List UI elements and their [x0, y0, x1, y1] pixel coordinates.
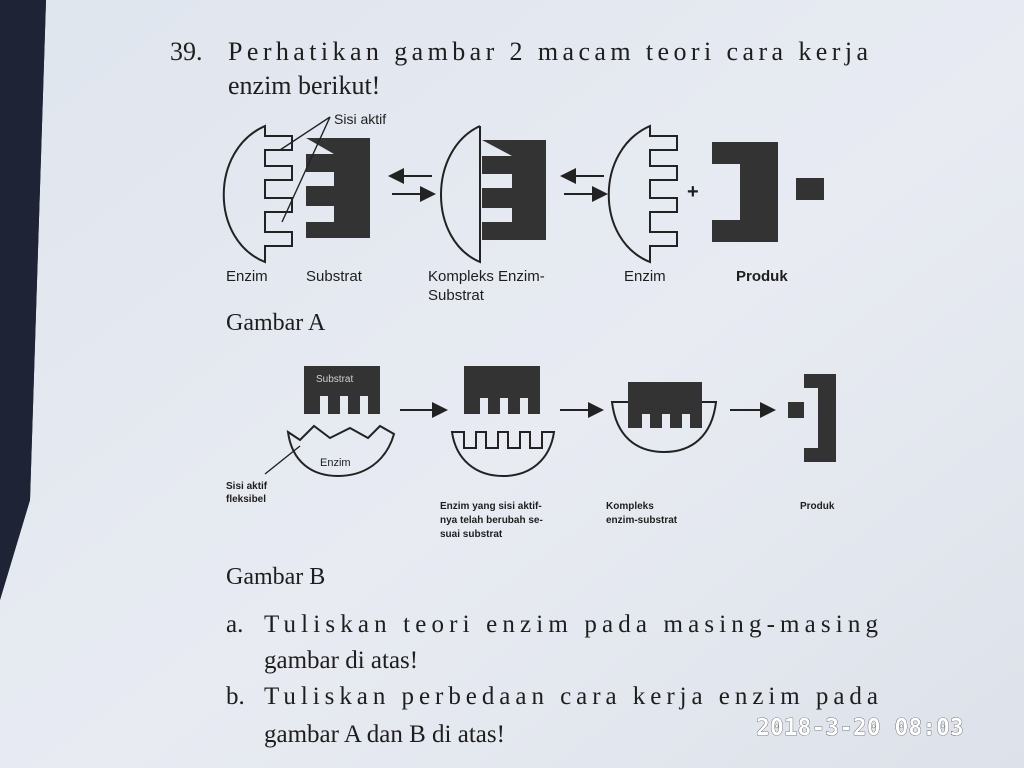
- label-kompleks-b-2: enzim-substrat: [606, 515, 678, 526]
- task-b-letter: b.: [226, 683, 245, 710]
- product-shape-small: [796, 178, 824, 200]
- label-enzim-2: Enzim: [624, 268, 666, 285]
- gambar-b-diagram: Substrat Enzim Sisi aktif fleksibel Enzi…: [226, 366, 836, 540]
- caption-gambar-b: Gambar B: [226, 564, 325, 590]
- complex-enzyme-shape: [610, 401, 718, 454]
- task-b-line-1: Tuliskan perbedaan cara kerja enzim pada: [264, 683, 878, 710]
- flexible-enzyme-shape: [286, 424, 396, 478]
- product-shape-large: [712, 142, 778, 242]
- enzyme-shape-3: [607, 124, 678, 264]
- task-b-line-2: gambar A dan B di atas!: [264, 721, 505, 748]
- task-a-line-1: Tuliskan teori enzim pada masing-masing: [264, 611, 879, 638]
- label-berubah-3: suai substrat: [440, 529, 503, 540]
- flexible-site-pointer: [264, 445, 301, 475]
- label-enzim-b: Enzim: [320, 457, 351, 469]
- label-enzim: Enzim: [226, 268, 268, 285]
- product-b-large: [804, 374, 836, 462]
- task-a-letter: a.: [226, 611, 243, 638]
- label-sisi-aktif-b-1: Sisi aktif: [226, 481, 268, 492]
- label-berubah-1: Enzim yang sisi aktif-: [440, 501, 542, 512]
- label-berubah-2: nya telah berubah se-: [440, 515, 543, 526]
- question-line-2: enzim berikut!: [228, 71, 380, 100]
- dark-background: [0, 0, 46, 600]
- substrate-shape-2: [482, 140, 546, 240]
- enzyme-shape-1: [222, 124, 293, 264]
- label-kompleks-1: Kompleks Enzim-: [428, 268, 545, 285]
- enzyme-shape-2: [440, 125, 481, 264]
- task-a-line-2: gambar di atas!: [264, 647, 418, 674]
- substrate-b-1: [304, 366, 380, 414]
- caption-gambar-a: Gambar A: [226, 310, 326, 336]
- active-site-pointer-1: [279, 116, 331, 151]
- active-site-pointer-2: [281, 116, 331, 223]
- label-produk: Produk: [736, 268, 788, 285]
- gambar-a-diagram: Sisi aktif + Enzim Substrat Kompleks Enz…: [222, 111, 824, 304]
- label-kompleks-2: Substrat: [428, 287, 485, 304]
- label-kompleks-b-1: Kompleks: [606, 501, 654, 512]
- complex-substrate-shape: [628, 382, 702, 428]
- question-number: 39.: [170, 37, 203, 66]
- label-substrat: Substrat: [306, 268, 363, 285]
- plus-sign: +: [687, 181, 699, 203]
- label-produk-b: Produk: [800, 501, 835, 512]
- substrate-b-2: [464, 366, 540, 414]
- label-sisi-aktif: Sisi aktif: [334, 111, 386, 127]
- label-substrat-b: Substrat: [316, 374, 353, 385]
- label-sisi-aktif-b-2: fleksibel: [226, 494, 266, 505]
- product-b-small: [788, 402, 804, 418]
- question-line-1: Perhatikan gambar 2 macam teori cara ker…: [228, 37, 868, 66]
- substrate-shape-1: [306, 138, 370, 238]
- changed-enzyme-shape: [450, 431, 556, 478]
- photo-timestamp: 2018-3-20 08:03: [756, 715, 964, 741]
